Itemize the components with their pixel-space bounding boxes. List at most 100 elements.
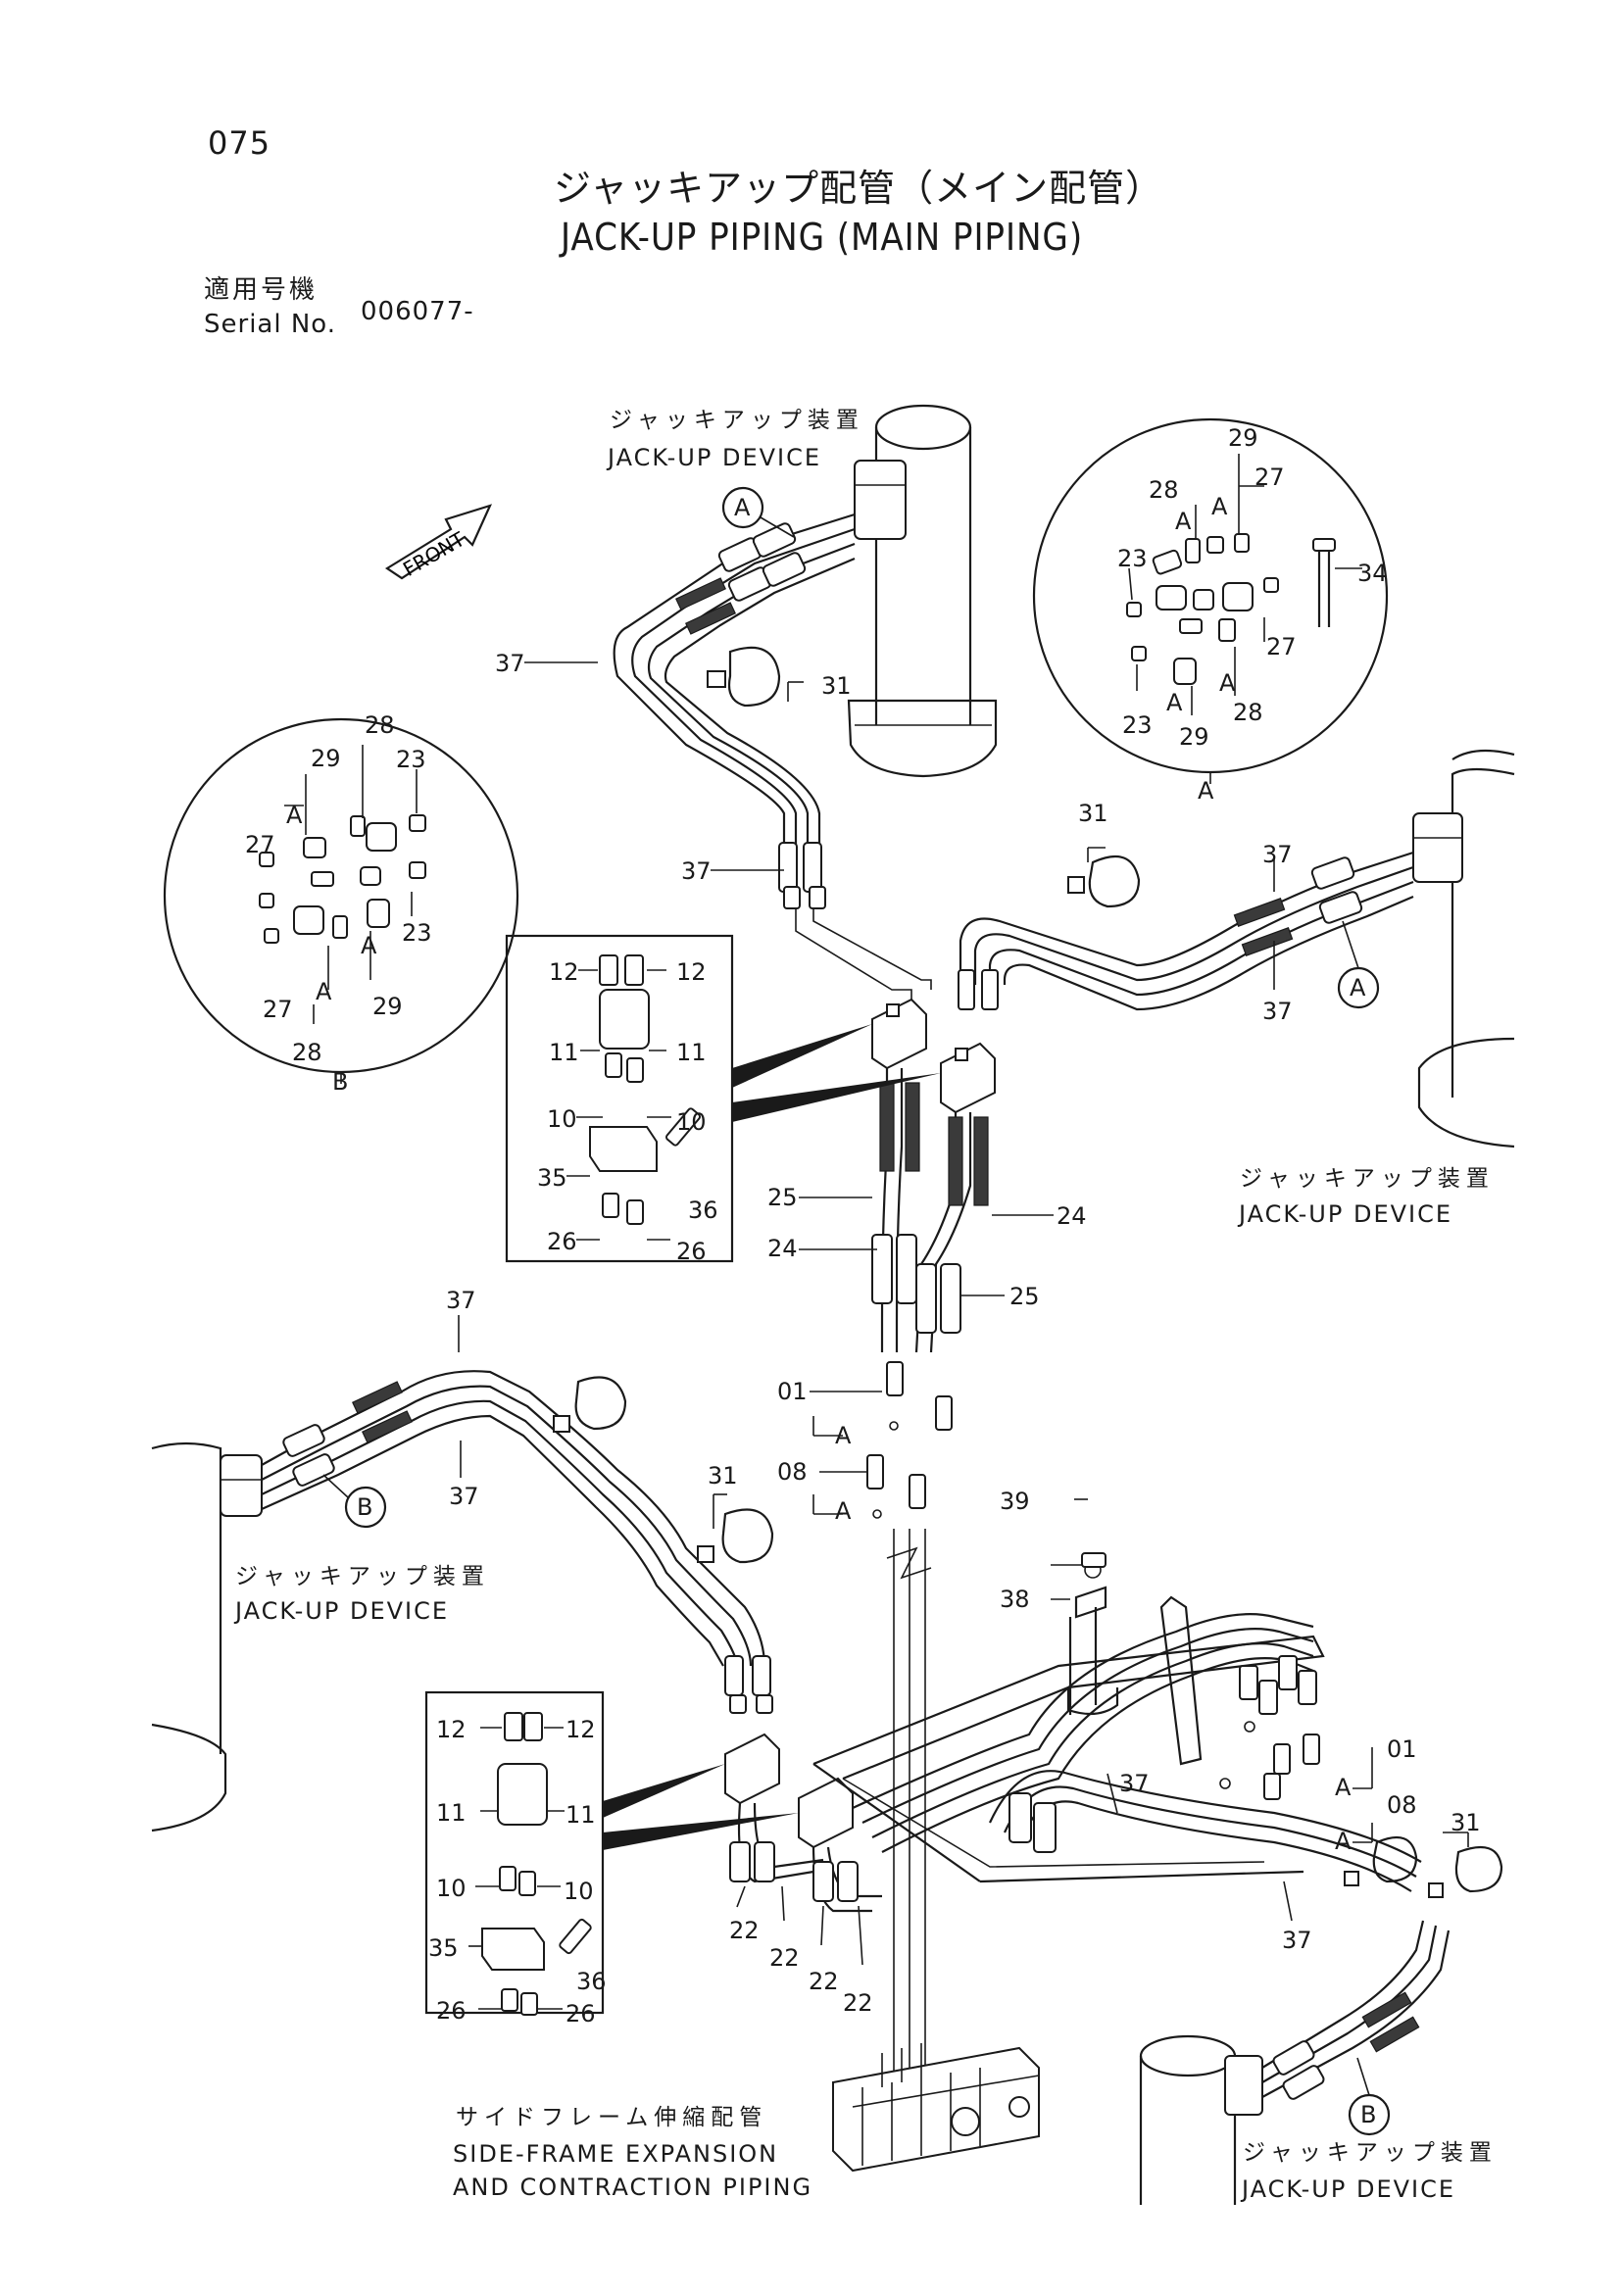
detail-b-part-a2: A xyxy=(361,932,377,959)
part-22-c: 22 xyxy=(809,1968,839,1995)
detail-b-part-a1: A xyxy=(286,802,303,829)
part-37-lower-right: 37 xyxy=(1282,1927,1312,1954)
part-24-b: 24 xyxy=(1057,1202,1087,1230)
pipe-run-left xyxy=(261,1370,773,1714)
detail-b-part-29: 29 xyxy=(311,745,341,772)
hoses-22 xyxy=(729,1802,882,1913)
part-31-lower-right: 31 xyxy=(1451,1809,1481,1836)
detail-a-part-29b: 29 xyxy=(1179,723,1209,751)
detail-a-part-a2: A xyxy=(1211,493,1228,520)
device-label-right-upper-en: JACK-UP DEVICE xyxy=(1239,1200,1453,1228)
serial-label-en: Serial No. xyxy=(204,310,336,339)
page-number: 075 xyxy=(208,124,271,162)
detail-b-part-28b: 28 xyxy=(292,1039,322,1066)
clamp-31-top xyxy=(707,646,781,708)
part-a-center-1: A xyxy=(835,1422,852,1449)
pipe-run-top xyxy=(613,513,932,1009)
part-31-top: 31 xyxy=(821,672,852,700)
clamp-31-right xyxy=(1067,847,1141,908)
detail-a-label: A xyxy=(1198,777,1214,805)
part-24-a: 24 xyxy=(767,1235,798,1262)
jack-up-cylinder-left xyxy=(151,1441,263,1832)
clamps-31-lower-right xyxy=(1344,1832,1503,1898)
part-39: 39 xyxy=(1000,1488,1030,1515)
box-upper-26a: 26 xyxy=(547,1228,577,1255)
box-upper-10b: 10 xyxy=(676,1108,707,1136)
detail-a-part-a1: A xyxy=(1175,508,1192,535)
device-label-top-en: JACK-UP DEVICE xyxy=(608,444,822,471)
control-valve xyxy=(832,2043,1040,2173)
box-upper-35: 35 xyxy=(537,1164,567,1192)
pipe-run-right-upper xyxy=(958,851,1414,1011)
part-a-center-2: A xyxy=(835,1497,852,1525)
adapters-01-08-center xyxy=(812,1361,953,2097)
detail-a-part-34: 34 xyxy=(1357,560,1388,587)
callout-b-bottom: B xyxy=(1360,2101,1377,2128)
detail-b-part-28: 28 xyxy=(365,711,395,739)
detail-circle-b xyxy=(163,717,519,1084)
device-label-right-lower-en: JACK-UP DEVICE xyxy=(1242,2175,1456,2203)
box-upper-11b: 11 xyxy=(676,1039,707,1066)
part-22-a: 22 xyxy=(729,1917,760,1944)
detail-a-part-28b: 28 xyxy=(1233,699,1263,726)
part-31-mid: 31 xyxy=(708,1462,738,1490)
box-upper-26b: 26 xyxy=(676,1238,707,1265)
jack-up-cylinder-top xyxy=(847,404,998,778)
detail-a-part-27b: 27 xyxy=(1266,633,1297,660)
part-08-right: 08 xyxy=(1387,1791,1417,1819)
box-upper-11a: 11 xyxy=(549,1039,579,1066)
part-25-a: 25 xyxy=(767,1184,798,1211)
exploded-box-upper xyxy=(505,934,941,1263)
detail-a-part-29: 29 xyxy=(1228,424,1258,452)
part-37-mid-left: 37 xyxy=(681,857,712,885)
device-label-top-jp: ジャッキアップ装置 xyxy=(610,408,864,433)
part-37-left-a: 37 xyxy=(446,1287,476,1314)
detail-b-part-23b: 23 xyxy=(402,919,432,947)
box-lower-11b: 11 xyxy=(566,1801,596,1829)
callout-a-top: A xyxy=(734,494,751,521)
clamp-31-mid xyxy=(697,1493,774,1564)
clamp-mid-left xyxy=(553,1376,627,1433)
jack-up-cylinder-right-upper xyxy=(1412,749,1515,1148)
callout-b-left: B xyxy=(357,1493,373,1521)
part-38: 38 xyxy=(1000,1586,1030,1613)
detail-a-part-27: 27 xyxy=(1254,464,1285,491)
serial-label-jp: 適用号機 xyxy=(204,275,319,305)
part-01-center: 01 xyxy=(777,1378,808,1405)
detail-circle-a xyxy=(1032,417,1389,784)
box-lower-12a: 12 xyxy=(436,1716,467,1743)
part-37-right-b: 37 xyxy=(1262,998,1293,1025)
part-a-right-2: A xyxy=(1335,1828,1352,1855)
box-upper-10a: 10 xyxy=(547,1105,577,1133)
part-37-right-a: 37 xyxy=(1262,841,1293,868)
exploded-box-lower xyxy=(424,1690,799,2016)
part-37-lower-center: 37 xyxy=(1119,1770,1150,1797)
box-upper-12a: 12 xyxy=(549,958,579,986)
serial-number-value: 006077- xyxy=(361,297,474,326)
part-37-top: 37 xyxy=(495,650,525,677)
box-lower-36: 36 xyxy=(576,1968,607,1995)
detail-b-part-27b: 27 xyxy=(263,996,293,1023)
box-lower-10a: 10 xyxy=(436,1875,467,1902)
front-arrow-label: FRONT xyxy=(399,527,469,581)
detail-b-label: B xyxy=(332,1068,349,1096)
detail-a-part-a3: A xyxy=(1166,689,1183,716)
box-lower-11a: 11 xyxy=(436,1799,467,1827)
part-25-b: 25 xyxy=(1009,1283,1040,1310)
part-08-center: 08 xyxy=(777,1458,808,1486)
side-frame-label-en1: SIDE-FRAME EXPANSION xyxy=(453,2140,779,2168)
detail-a-part-23a: 23 xyxy=(1117,545,1148,572)
box-lower-12b: 12 xyxy=(566,1716,596,1743)
detail-b-part-27: 27 xyxy=(245,831,275,858)
device-label-left-jp: ジャッキアップ装置 xyxy=(235,1564,490,1589)
hoses-24-25 xyxy=(871,1068,989,1353)
leader-lines xyxy=(458,661,1293,1966)
part-a-right-1: A xyxy=(1335,1774,1352,1801)
front-arrow xyxy=(384,504,493,580)
part-31-right: 31 xyxy=(1078,800,1108,827)
box-upper-12b: 12 xyxy=(676,958,707,986)
box-lower-35: 35 xyxy=(428,1934,459,1962)
device-label-left-en: JACK-UP DEVICE xyxy=(235,1597,450,1625)
